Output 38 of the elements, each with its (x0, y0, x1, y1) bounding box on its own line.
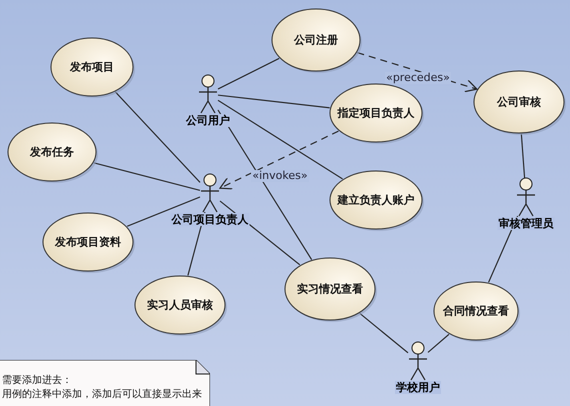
actor-name: 学校用户 (395, 381, 441, 394)
use-case-label: 实习情况查看 (296, 282, 364, 296)
use-case-label: 指定项目负责人 (336, 106, 416, 120)
use-case-label: 合同情况查看 (442, 304, 510, 318)
use-case-label: 实习人员审核 (146, 298, 214, 312)
association-line (218, 94, 330, 108)
association-line (520, 134, 526, 178)
association-line (428, 334, 450, 353)
association-line (218, 100, 343, 180)
use-case-ellipse (433, 281, 519, 341)
use-case-ellipse (134, 275, 226, 335)
actor-name: 审核管理员 (498, 217, 554, 230)
use-case-ellipse (329, 83, 423, 143)
use-case-ellipse (50, 37, 134, 97)
actor-name: 公司用户 (185, 114, 231, 127)
use-case-ellipse (7, 122, 97, 182)
use-case-ellipse (284, 257, 376, 321)
note-text: 需要添加进去： (2, 375, 72, 387)
association-line (94, 162, 200, 191)
dependency-arrow (219, 130, 339, 190)
stereotype-label: «invokes» (251, 170, 309, 182)
use-case-ellipse (42, 212, 134, 272)
association-line (218, 58, 280, 90)
actor-name: 公司项目负责人 (170, 213, 250, 226)
use-case-ellipse (329, 170, 423, 230)
association-line (114, 92, 200, 183)
use-case-ellipse (473, 70, 565, 134)
use-case-label: 发布项目资料 (54, 234, 122, 250)
stereotype-label: «precedes» (385, 72, 451, 84)
use-case-label: 公司注册 (292, 32, 339, 48)
use-case-label: 发布项目 (68, 60, 115, 74)
association-line (126, 196, 200, 227)
association-line (359, 312, 408, 354)
use-case-ellipse (271, 8, 361, 72)
note-text: 用例的注释中添加，添加后可以直接显示出来 (2, 389, 202, 401)
use-case-label: 建立负责人账户 (336, 192, 416, 208)
use-case-label: 发布任务 (28, 144, 75, 160)
use-case-label: 公司审核 (496, 94, 542, 110)
